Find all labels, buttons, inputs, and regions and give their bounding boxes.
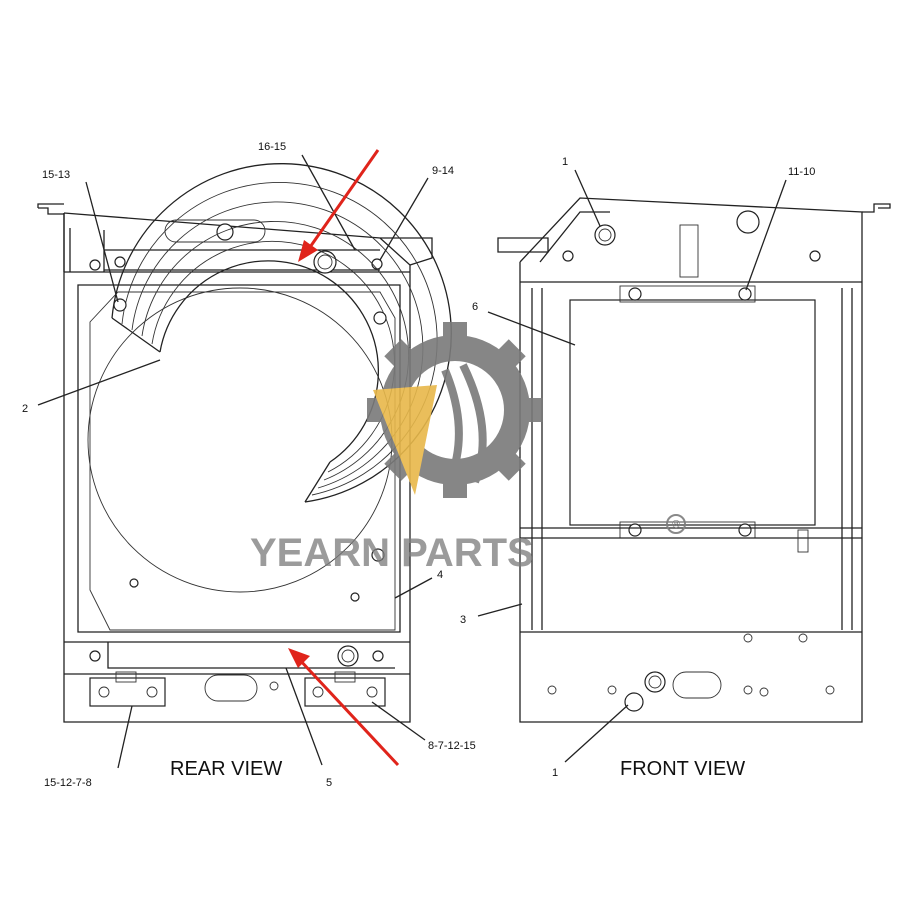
bolt bbox=[607, 685, 617, 695]
bolt bbox=[371, 258, 383, 270]
red-arrow-bottom bbox=[296, 656, 400, 767]
front-top-cap bbox=[736, 210, 760, 234]
callout-11-10: 11-10 bbox=[788, 166, 815, 178]
bolt bbox=[98, 686, 110, 698]
red-arrow-bottom-head bbox=[288, 648, 310, 668]
bolt bbox=[547, 685, 557, 695]
rear-right-bracket-tab bbox=[334, 671, 356, 683]
bolt bbox=[562, 250, 574, 262]
front-top-fitting bbox=[594, 224, 616, 246]
bolt bbox=[738, 523, 752, 537]
callout-1-top: 1 bbox=[562, 156, 568, 168]
front-side-rails bbox=[531, 288, 853, 630]
front-drain-cap-inner bbox=[648, 675, 662, 689]
registered-mark: ® bbox=[672, 519, 680, 531]
callout-labels: 15-13 16-15 9-14 2 4 8-7-12-15 15-12-7-8… bbox=[22, 141, 815, 789]
rear-view-assembly bbox=[37, 163, 452, 723]
highlight-arrows bbox=[288, 149, 400, 767]
rear-view-title: REAR VIEW bbox=[170, 758, 282, 780]
leader-lines bbox=[37, 154, 787, 769]
watermark-brand: YEARN PARTS bbox=[250, 531, 534, 575]
bolt bbox=[312, 686, 324, 698]
front-top-connector bbox=[679, 224, 699, 278]
rear-left-bracket-tab bbox=[115, 671, 137, 683]
rear-top-right-block bbox=[380, 237, 433, 266]
rear-top-band bbox=[63, 213, 410, 273]
rear-top-plate bbox=[104, 249, 380, 271]
bolt bbox=[146, 686, 158, 698]
front-drain-plug bbox=[624, 692, 644, 712]
callout-3: 3 bbox=[460, 614, 466, 626]
rear-drain-cap-inner bbox=[341, 649, 355, 663]
cooler-core bbox=[569, 299, 816, 526]
callout-4: 4 bbox=[437, 569, 443, 581]
front-cross-bar bbox=[520, 527, 862, 539]
rear-mounting-plate bbox=[89, 291, 396, 631]
front-right-ear bbox=[862, 203, 891, 213]
gear-logo-icon bbox=[367, 322, 543, 498]
front-drain-cap bbox=[644, 671, 666, 693]
bolt bbox=[366, 686, 378, 698]
callout-2: 2 bbox=[22, 403, 28, 415]
rear-right-bracket bbox=[304, 677, 386, 707]
rear-outer-frame bbox=[63, 212, 411, 723]
front-top-brace bbox=[539, 211, 610, 263]
front-bottom-slot bbox=[672, 671, 722, 699]
bolt bbox=[371, 548, 385, 562]
rear-top-cap bbox=[313, 250, 337, 274]
registered-mark-icon bbox=[666, 514, 686, 534]
rear-bottom-rail bbox=[107, 642, 395, 669]
rear-inner-panel bbox=[77, 284, 401, 633]
bolt bbox=[628, 523, 642, 537]
bolt bbox=[129, 578, 139, 588]
bolt bbox=[114, 256, 126, 268]
rear-left-bracket bbox=[89, 677, 166, 707]
front-outer-frame bbox=[519, 197, 863, 723]
rear-left-ear bbox=[37, 203, 64, 215]
front-view-title: FRONT VIEW bbox=[620, 758, 745, 780]
red-arrow-top bbox=[306, 149, 380, 251]
watermark: YEARN PARTS ® bbox=[250, 322, 686, 575]
bolt bbox=[759, 687, 769, 697]
callout-5: 5 bbox=[326, 777, 332, 789]
v-logo-icon bbox=[373, 385, 437, 495]
bolt bbox=[798, 633, 808, 643]
bolt bbox=[743, 633, 753, 643]
front-cross-pin bbox=[797, 529, 809, 553]
callout-1-bottom: 1 bbox=[552, 767, 558, 779]
rear-drain-cap bbox=[337, 645, 359, 667]
bolt bbox=[809, 250, 821, 262]
bolt bbox=[89, 259, 101, 271]
callout-15-12-7-8: 15-12-7-8 bbox=[44, 777, 92, 789]
rear-top-cap-inner bbox=[317, 254, 333, 270]
rear-bottom-slot bbox=[204, 674, 258, 702]
red-arrow-top-head bbox=[298, 240, 318, 262]
bolt bbox=[743, 685, 753, 695]
bolt bbox=[372, 650, 384, 662]
bolt bbox=[628, 287, 642, 301]
callout-9-14: 9-14 bbox=[432, 165, 454, 177]
callout-6: 6 bbox=[472, 301, 478, 313]
callout-15-13: 15-13 bbox=[42, 169, 70, 181]
bolt bbox=[373, 311, 387, 325]
rear-top-fitting bbox=[216, 223, 234, 241]
bolt bbox=[89, 650, 101, 662]
bolt bbox=[738, 287, 752, 301]
bolt bbox=[350, 592, 360, 602]
rear-bottom-band bbox=[64, 641, 410, 675]
callout-16-15: 16-15 bbox=[258, 141, 286, 153]
bolt bbox=[825, 685, 835, 695]
bolt bbox=[269, 681, 279, 691]
bolt bbox=[113, 298, 127, 312]
cooler-top-tank bbox=[619, 285, 756, 303]
callout-8-7-12-15: 8-7-12-15 bbox=[428, 740, 476, 752]
front-top-fitting-inner bbox=[598, 228, 612, 242]
front-view-assembly bbox=[497, 197, 891, 723]
